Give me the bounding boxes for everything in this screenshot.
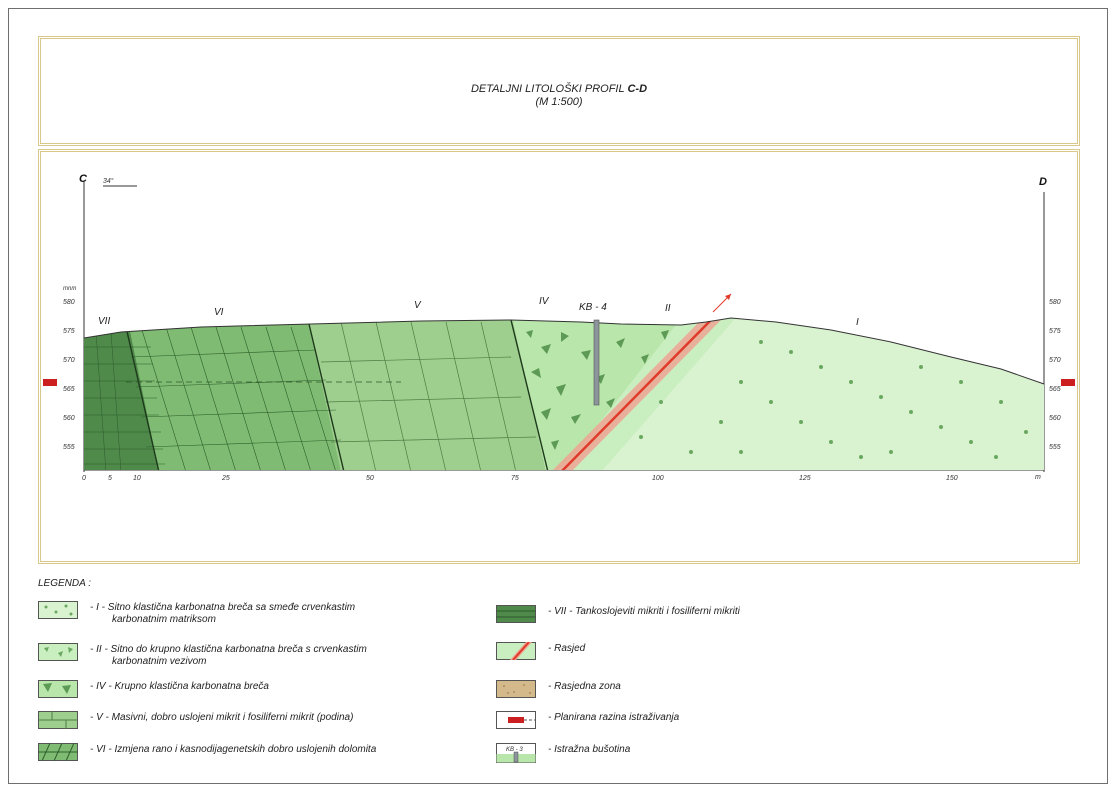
borehole-label: KB - 4 (579, 302, 607, 313)
profile-panel: C D 34° mnm m (38, 149, 1080, 564)
direction-label: 34° (103, 177, 114, 185)
unit-v-bedding (320, 321, 537, 470)
svg-text:0: 0 (82, 475, 86, 482)
legend-item-unit-vi: - VI - Izmjena rano i kasnodijagenetskih… (38, 743, 376, 761)
fault-line (560, 319, 712, 470)
legend-item-unit-vii: - VII - Tankoslojeviti mikriti i fosilif… (496, 605, 740, 623)
geology-layers (84, 318, 1044, 470)
unit-label-iv: IV (539, 296, 550, 307)
profile-title: DETALJNI LITOLOŠKI PROFIL C-D (470, 83, 648, 95)
svg-text:KB - 3: KB - 3 (506, 747, 523, 753)
legend-item-unit-v: - V - Masivni, dobro uslojeni mikrit i f… (38, 711, 353, 729)
planned-level-marker-left (43, 379, 57, 386)
svg-text:580: 580 (63, 299, 75, 306)
unit-distance-label: m (1035, 474, 1041, 481)
unit-label-i: I (856, 317, 859, 328)
endpoint-c: C (79, 173, 88, 185)
svg-text:25: 25 (221, 475, 230, 482)
unit-label-vii: VII (98, 316, 110, 327)
legend-item-planned-level: - Planirana razina istraživanja (496, 711, 679, 729)
svg-text:100: 100 (652, 475, 664, 482)
legend-item-borehole: KB - 3 - Istražna bušotina (496, 743, 630, 763)
svg-text:570: 570 (63, 357, 75, 364)
legend-item-unit-ii: - II - Sitno do krupno klastična karbona… (38, 643, 367, 668)
svg-text:565: 565 (1049, 386, 1061, 393)
unit-v-fill (306, 318, 551, 470)
legend-item-fault-zone: - Rasjedna zona (496, 680, 621, 698)
legend-item-unit-i: - I - Sitno klastična karbonatna breča s… (38, 601, 355, 626)
svg-text:555: 555 (1049, 444, 1061, 451)
unit-elevation-label: mnm (63, 286, 76, 292)
planned-level-marker-right (1061, 379, 1075, 386)
svg-text:575: 575 (63, 328, 75, 335)
borehole-kb4 (593, 319, 600, 406)
distance-axis: 0 5 10 25 50 75 100 125 150 (82, 475, 958, 482)
elevation-axis-left: 580 575 570 565 560 555 (63, 299, 75, 451)
svg-text:580: 580 (1049, 299, 1061, 306)
svg-text:555: 555 (63, 444, 75, 451)
svg-text:570: 570 (1049, 357, 1061, 364)
unit-vi-bedding (130, 326, 342, 470)
svg-text:50: 50 (366, 475, 374, 482)
svg-text:75: 75 (511, 475, 519, 482)
legend-item-unit-iv: - IV - Krupno klastična karbonatna breča (38, 680, 269, 698)
title-block: DETALJNI LITOLOŠKI PROFIL C-D (M 1:500) (38, 36, 1080, 146)
svg-text:575: 575 (1049, 328, 1061, 335)
fault-arrow-icon (712, 293, 732, 313)
unit-label-v: V (414, 300, 422, 311)
elevation-axis-right: 580 575 570 565 560 555 (1049, 299, 1061, 451)
svg-text:5: 5 (108, 475, 112, 482)
svg-text:10: 10 (133, 475, 141, 482)
endpoint-d: D (1039, 176, 1047, 188)
svg-text:565: 565 (63, 386, 75, 393)
svg-text:125: 125 (799, 475, 811, 482)
legend-title: LEGENDA : (38, 578, 91, 589)
svg-text:560: 560 (63, 415, 75, 422)
unit-iv-clasts (526, 330, 669, 450)
unit-label-ii: II (665, 303, 671, 314)
unit-vii-bedding (84, 331, 165, 470)
terrain-surface (83, 317, 1045, 385)
cross-section-diagram: C D 34° mnm m (43, 173, 1075, 482)
svg-text:150: 150 (946, 475, 958, 482)
unit-i-clasts (639, 340, 1028, 459)
svg-text:560: 560 (1049, 415, 1061, 422)
unit-i-fill (556, 318, 1044, 470)
legend-item-fault: - Rasjed (496, 642, 585, 660)
unit-label-vi: VI (214, 307, 224, 318)
profile-scale: (M 1:500) (535, 96, 583, 108)
